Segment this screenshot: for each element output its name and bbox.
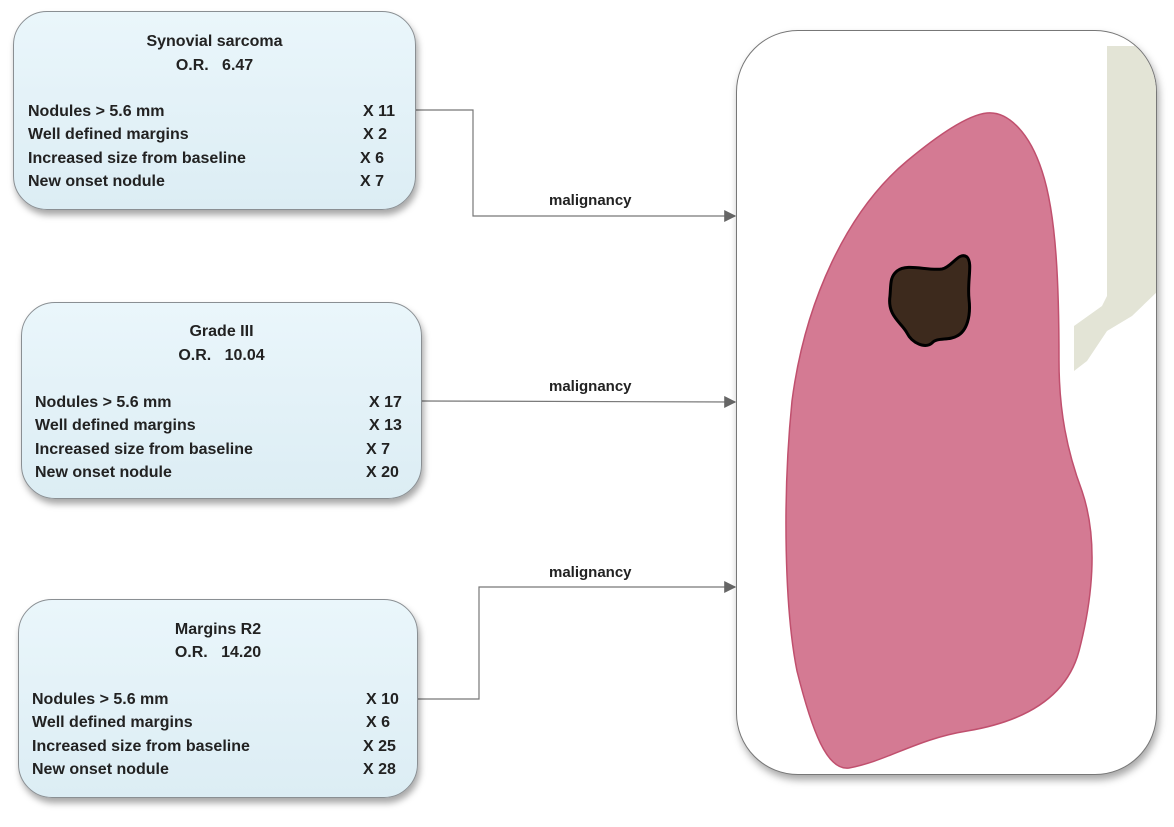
criterion-value: X 6	[360, 150, 385, 167]
odds-ratio: O.R. 6.47	[175, 57, 254, 74]
box-title: Synovial sarcoma	[146, 33, 283, 50]
criterion-value: X 20	[366, 464, 399, 481]
criterion-value: X 11	[363, 103, 396, 120]
criterion-label: New onset nodule	[32, 761, 169, 778]
criterion-label: New onset nodule	[35, 464, 172, 481]
risk-box-margins-r2: Margins R2 O.R. 14.20 Nodules > 5.6 mm X…	[18, 599, 418, 798]
nodule-shape	[888, 254, 972, 347]
criterion-value: X 13	[369, 417, 402, 434]
criterion-value: X 28	[363, 761, 396, 778]
criterion-label: Increased size from baseline	[32, 738, 250, 755]
risk-box-grade-iii: Grade III O.R. 10.04 Nodules > 5.6 mm X …	[21, 302, 422, 499]
criterion-value: X 6	[366, 714, 391, 731]
criterion-label: Nodules > 5.6 mm	[35, 394, 172, 411]
criterion-value: X 10	[366, 691, 399, 708]
criterion-label: Well defined margins	[32, 714, 193, 731]
edge-2-arrow	[421, 395, 737, 408]
risk-box-synovial-sarcoma: Synovial sarcoma O.R. 6.47 Nodules > 5.6…	[13, 11, 416, 210]
odds-ratio: O.R. 10.04	[178, 347, 265, 364]
criterion-value: X 7	[366, 441, 391, 458]
lung-shape	[785, 112, 1093, 769]
criterion-label: Well defined margins	[28, 126, 189, 143]
lung-illustration	[785, 46, 1156, 769]
criterion-value: X 7	[360, 173, 385, 190]
criterion-value: X 2	[363, 126, 388, 143]
lung-illustration-panel	[736, 30, 1157, 775]
criterion-label: Nodules > 5.6 mm	[32, 691, 169, 708]
criterion-label: Well defined margins	[35, 417, 196, 434]
criterion-label: Increased size from baseline	[35, 441, 253, 458]
edge-1-arrow	[416, 109, 737, 222]
edge-3-label: malignancy	[549, 564, 632, 581]
criterion-label: Increased size from baseline	[28, 150, 246, 167]
edge-1-label: malignancy	[549, 192, 632, 209]
box-title: Grade III	[189, 323, 254, 340]
trachea-shape	[1074, 46, 1156, 371]
edge-2-label: malignancy	[549, 378, 632, 395]
criterion-label: Nodules > 5.6 mm	[28, 103, 165, 120]
criterion-value: X 25	[363, 738, 396, 755]
box-title: Margins R2	[174, 621, 262, 638]
criterion-value: X 17	[369, 394, 402, 411]
edge-3-arrow	[418, 581, 737, 700]
odds-ratio: O.R. 14.20	[174, 644, 262, 661]
criterion-label: New onset nodule	[28, 173, 165, 190]
